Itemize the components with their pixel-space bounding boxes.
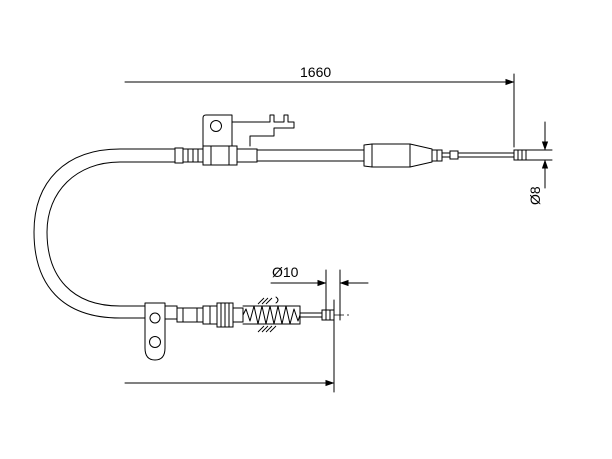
spring-bellows <box>242 305 301 325</box>
mounting-bracket <box>202 114 295 147</box>
cable-sheath <box>33 148 176 319</box>
diameter-8-label: Ø8 <box>527 186 543 205</box>
upper-cable-end <box>174 114 527 168</box>
diameter-8-dimension: Ø8 <box>525 121 553 205</box>
length-dimension-label: 1660 <box>300 64 331 80</box>
lower-length-dimension <box>124 299 335 393</box>
diameter-10-dimension: Ø10 <box>270 264 369 321</box>
lower-bracket <box>144 302 166 361</box>
hatched-section <box>257 296 279 333</box>
length-dimension: 1660 <box>124 64 515 148</box>
lower-cable-end <box>144 296 350 361</box>
diameter-10-label: Ø10 <box>272 264 299 280</box>
